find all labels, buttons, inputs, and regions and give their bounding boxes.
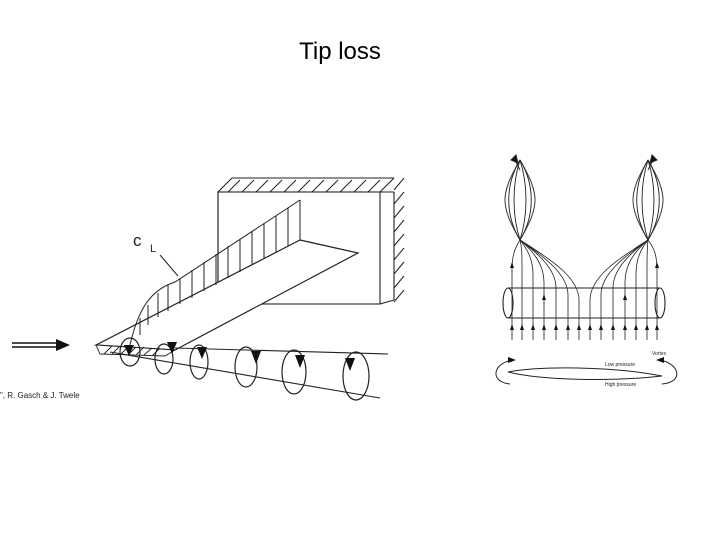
streamline-arrows xyxy=(510,262,659,330)
vortex-label: Vortex xyxy=(652,351,667,357)
lift-distribution xyxy=(129,199,301,346)
cl-label-subscript: L xyxy=(150,243,156,255)
vortex-swirls xyxy=(119,337,370,401)
tip-circulation-heads xyxy=(508,357,664,363)
high-pressure-label: High pressure xyxy=(605,382,636,388)
wall-hatching xyxy=(227,177,405,303)
left-vortex-bundle xyxy=(504,159,536,241)
vortex-arrowheads xyxy=(124,342,355,371)
image-credit: ", R. Gasch & J. Twele xyxy=(0,391,80,400)
streamlines xyxy=(511,239,658,340)
wing-cylinder xyxy=(502,287,666,319)
wing-section xyxy=(507,367,663,380)
right-vortex-bundle xyxy=(632,159,664,241)
inflow-arrow xyxy=(12,339,70,351)
cl-leader-line xyxy=(159,254,179,277)
slide-title: Tip loss xyxy=(299,38,381,65)
cl-label-c: c xyxy=(133,231,142,250)
tip-circulation-arrows xyxy=(495,359,678,385)
low-pressure-label: Low pressure xyxy=(605,362,635,368)
vortex-top-arrows xyxy=(510,154,658,171)
